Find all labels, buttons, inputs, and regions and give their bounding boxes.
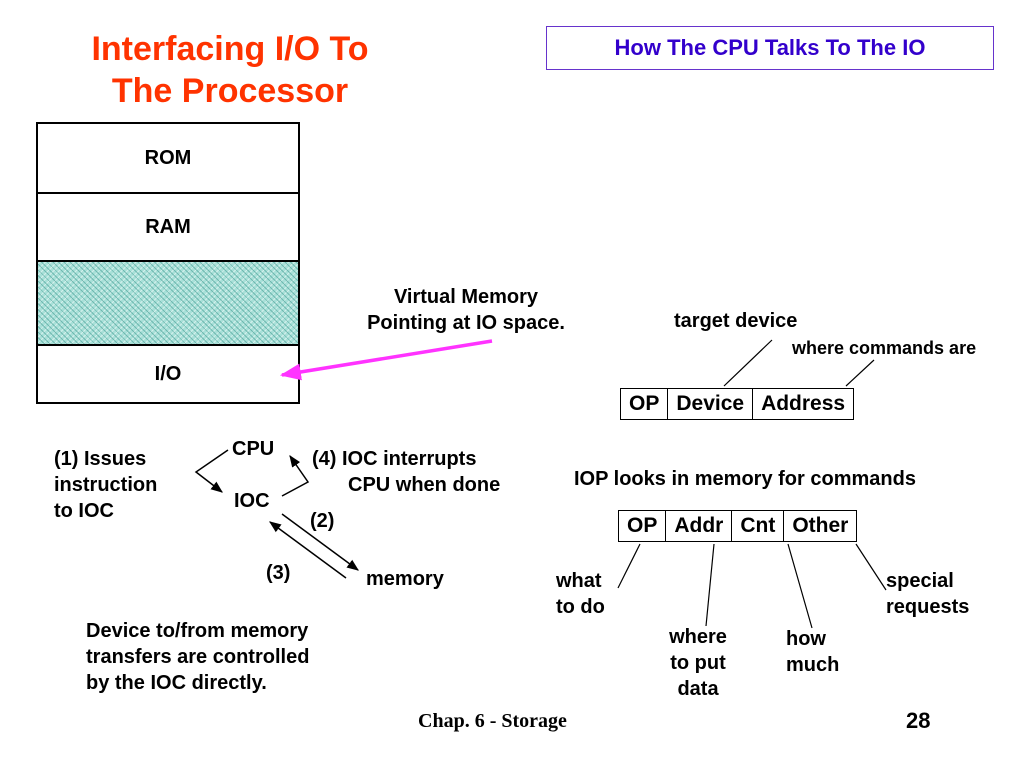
command-field-addr: Addr (665, 510, 733, 542)
step1-note: (1) Issues instruction to IOC (54, 446, 157, 524)
where-line1: where (669, 626, 727, 648)
vm-pointer-arrow (279, 339, 493, 381)
where-commands-pointer (845, 359, 875, 387)
step2-arrow (281, 513, 359, 571)
device-note-line2: transfers are controlled (86, 646, 310, 668)
device-note: Device to/from memory transfers are cont… (86, 618, 309, 696)
command-field-op: OP (617, 510, 667, 542)
special-pointer (855, 543, 887, 591)
vm-note: Virtual Memory Pointing at IO space. (330, 284, 602, 336)
how-pointer (787, 543, 813, 629)
where-line3: data (677, 678, 719, 700)
special-line2: requests (886, 596, 970, 618)
command-format-table: OP Addr Cnt Other (617, 510, 858, 542)
special-requests-label: special requests (886, 568, 969, 620)
instruction-field-device: Device (667, 388, 754, 420)
memory-map: ROM RAM I/O (36, 122, 300, 404)
step1-line3: to IOC (54, 500, 114, 522)
step4-note: (4) IOC interrupts CPU when done (312, 446, 500, 498)
step1-line2: instruction (54, 474, 158, 496)
step4-arrow (281, 455, 310, 497)
step1-line1: (1) Issues (54, 448, 147, 470)
where-line2: to put (670, 652, 726, 674)
memory-ram: RAM (38, 194, 298, 262)
page-title-line2: The Processor (111, 72, 349, 110)
where-to-put-label: where to put data (652, 624, 744, 702)
memory-rom: ROM (38, 124, 298, 194)
target-device-label: target device (674, 310, 798, 332)
memory-io: I/O (38, 346, 298, 402)
subtitle-box: How The CPU Talks To The IO (546, 26, 994, 70)
step2-label: (2) (310, 510, 335, 532)
memory-ram-label: RAM (145, 215, 191, 238)
where-pointer (705, 543, 715, 627)
what-pointer (617, 543, 641, 589)
command-format-row: OP Addr Cnt Other (617, 510, 858, 542)
step4-line2: CPU when done (348, 474, 501, 496)
step1-arrow (194, 449, 229, 493)
vm-note-line1: Virtual Memory (393, 286, 539, 308)
step3-label: (3) (266, 562, 291, 584)
what-line2: to do (556, 596, 605, 618)
instruction-format-row: OP Device Address (619, 388, 855, 420)
subtitle-text: How The CPU Talks To The IO (614, 35, 926, 60)
device-note-line3: by the IOC directly. (86, 672, 267, 694)
memory-label: memory (366, 568, 444, 590)
cpu-label: CPU (232, 438, 275, 460)
command-field-other: Other (783, 510, 858, 542)
special-line1: special (886, 570, 954, 592)
how-line1: how (786, 628, 826, 650)
vm-note-line2: Pointing at IO space. (367, 312, 565, 334)
instruction-format-table: OP Device Address (619, 388, 855, 420)
instruction-field-op: OP (619, 388, 669, 420)
page-title-line1: Interfacing I/O To (91, 30, 369, 68)
memory-rom-label: ROM (144, 146, 192, 169)
what-line1: what (556, 570, 602, 592)
step4-line1: (4) IOC interrupts (312, 448, 477, 470)
memory-virtual-io-region (38, 262, 298, 346)
how-line2: much (786, 654, 840, 676)
instruction-field-address: Address (752, 388, 855, 420)
what-to-do-label: what to do (556, 568, 605, 620)
page-title: Interfacing I/O To The Processor (20, 28, 440, 112)
command-heading: IOP looks in memory for commands (574, 468, 916, 490)
memory-io-label: I/O (154, 362, 182, 385)
how-much-label: how much (786, 626, 839, 678)
footer-chapter: Chap. 6 - Storage (418, 710, 567, 732)
target-device-pointer (723, 339, 773, 387)
footer-page-number: 28 (906, 708, 931, 733)
ioc-label: IOC (234, 490, 270, 512)
where-commands-label: where commands are (792, 338, 977, 358)
device-note-line1: Device to/from memory (86, 620, 309, 642)
step3-arrow (269, 521, 347, 579)
